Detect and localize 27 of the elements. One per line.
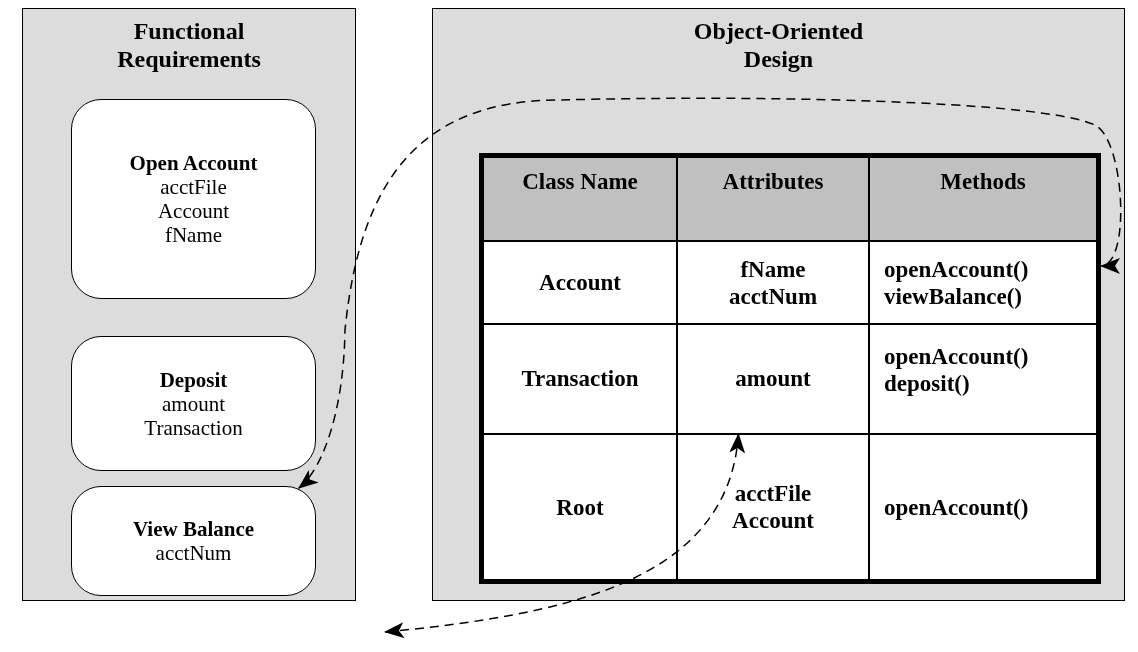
use-case-title: Deposit	[159, 367, 228, 392]
table-header-cell: Methods	[869, 153, 1101, 241]
table-cell: openAccount() deposit()	[869, 324, 1101, 434]
use-case-title: Open Account	[129, 151, 258, 175]
requirements-panel	[22, 8, 356, 601]
table-cell: openAccount() viewBalance()	[869, 241, 1101, 324]
dashed-arrow	[298, 97, 1122, 489]
panel-title: Object-Oriented Design	[692, 17, 865, 73]
use-case-box	[71, 336, 316, 471]
use-case-box	[71, 486, 316, 596]
use-case-terms: acctFile Account fName	[156, 175, 231, 247]
use-case-terms: acctNum	[154, 541, 233, 565]
table-cell: Account	[479, 241, 677, 324]
design-panel	[432, 8, 1125, 601]
table-cell: Transaction	[479, 324, 677, 434]
table-cell: Root	[479, 434, 677, 584]
table-cell: fName acctNum	[677, 241, 869, 324]
table-cell: amount	[677, 324, 869, 434]
table-header-cell: Attributes	[677, 153, 869, 241]
use-case-title: View Balance	[132, 517, 255, 541]
table-cell: openAccount()	[869, 434, 1101, 584]
use-case-terms: amount Transaction	[143, 391, 244, 440]
table-header-cell: Class Name	[479, 153, 677, 241]
panel-title: Functional Requirements	[116, 17, 262, 73]
dashed-arrow	[384, 433, 744, 638]
table-cell: acctFile Account	[677, 434, 869, 584]
use-case-box	[71, 99, 316, 299]
